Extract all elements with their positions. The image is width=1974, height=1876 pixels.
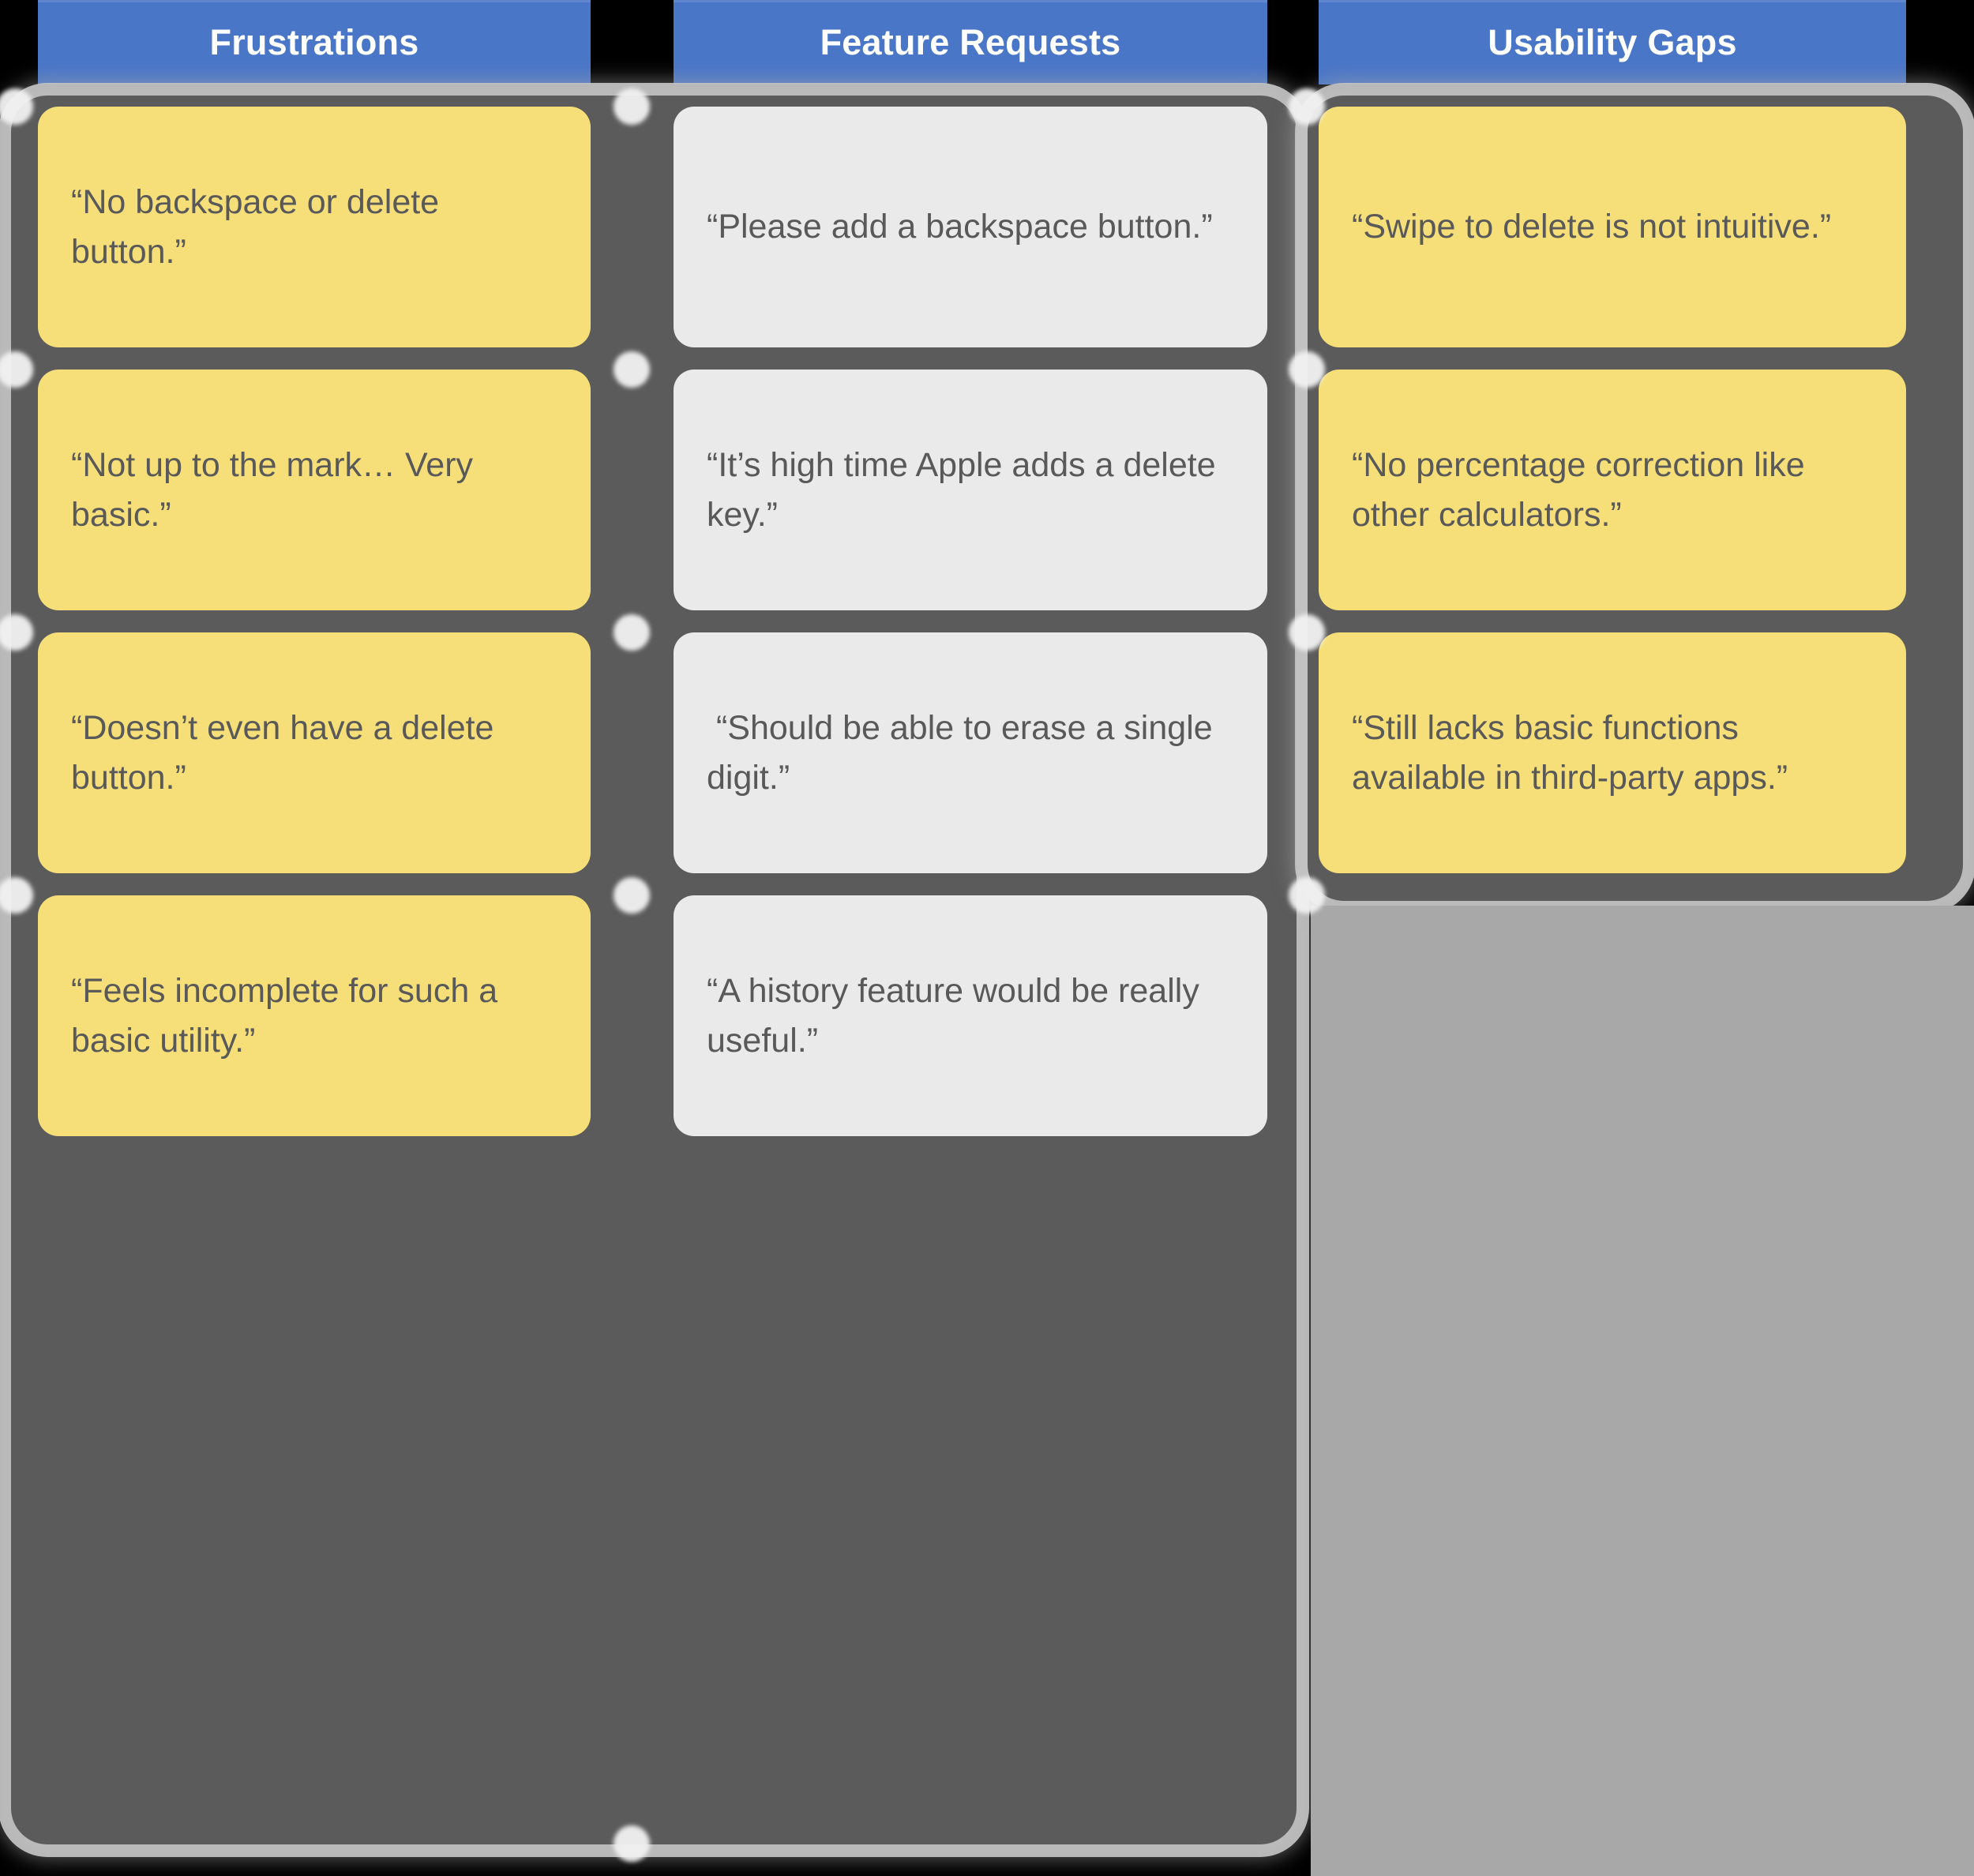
grid-node-icon (614, 1825, 650, 1862)
sticky-note-text: “Should be able to erase a single digit.… (707, 709, 1222, 797)
sticky-note[interactable]: “Please add a backspace button.” (674, 107, 1267, 347)
sticky-note-text: “Doesn’t even have a delete button.” (71, 709, 504, 797)
sticky-note-text: “Still lacks basic functions available i… (1352, 709, 1788, 797)
grid-node-icon (0, 614, 33, 651)
sticky-note-text: “No backspace or delete button.” (71, 183, 449, 271)
sticky-note-text: “Swipe to delete is not intuitive.” (1352, 208, 1832, 246)
sticky-note[interactable]: “Still lacks basic functions available i… (1319, 632, 1906, 873)
board-empty-area (1311, 906, 1974, 1876)
sticky-note-text: “A history feature would be really usefu… (707, 972, 1209, 1060)
sticky-note[interactable]: “No backspace or delete button.” (38, 107, 591, 347)
sticky-note-text: “No percentage correction like other cal… (1352, 446, 1815, 534)
sticky-note[interactable]: “It’s high time Apple adds a delete key.… (674, 370, 1267, 610)
sticky-note[interactable]: “Should be able to erase a single digit.… (674, 632, 1267, 873)
sticky-note[interactable]: “Feels incomplete for such a basic utili… (38, 895, 591, 1136)
grid-node-icon (614, 88, 650, 125)
grid-node-icon (614, 614, 650, 651)
grid-node-icon (1289, 351, 1325, 388)
column-header-label: Feature Requests (820, 21, 1121, 62)
sticky-note-text: “It’s high time Apple adds a delete key.… (707, 446, 1225, 534)
column-header-feature-requests[interactable]: Feature Requests (674, 0, 1267, 84)
sticky-note[interactable]: “Doesn’t even have a delete button.” (38, 632, 591, 873)
grid-node-icon (614, 351, 650, 388)
sticky-note-text: “Please add a backspace button.” (707, 208, 1213, 246)
sticky-note[interactable]: “Not up to the mark… Very basic.” (38, 370, 591, 610)
column-header-label: Usability Gaps (1488, 21, 1737, 62)
grid-node-icon (1289, 88, 1325, 125)
grid-node-icon (1289, 614, 1325, 651)
sticky-note-text: “Feels incomplete for such a basic utili… (71, 972, 508, 1060)
grid-node-icon (614, 877, 650, 914)
grid-node-icon (0, 877, 33, 914)
column-header-frustrations[interactable]: Frustrations (38, 0, 591, 84)
grid-node-icon (0, 88, 33, 125)
grid-node-icon (1289, 877, 1325, 914)
sticky-note[interactable]: “A history feature would be really usefu… (674, 895, 1267, 1136)
column-header-label: Frustrations (209, 21, 419, 62)
column-header-row: Frustrations Feature Requests Usability … (0, 0, 1974, 84)
grid-node-icon (0, 351, 33, 388)
affinity-board: “No backspace or delete button.” “Not up… (0, 84, 1974, 1876)
column-header-usability-gaps[interactable]: Usability Gaps (1319, 0, 1906, 84)
sticky-note-text: “Not up to the mark… Very basic.” (71, 446, 482, 534)
sticky-note[interactable]: “Swipe to delete is not intuitive.” (1319, 107, 1906, 347)
sticky-note[interactable]: “No percentage correction like other cal… (1319, 370, 1906, 610)
